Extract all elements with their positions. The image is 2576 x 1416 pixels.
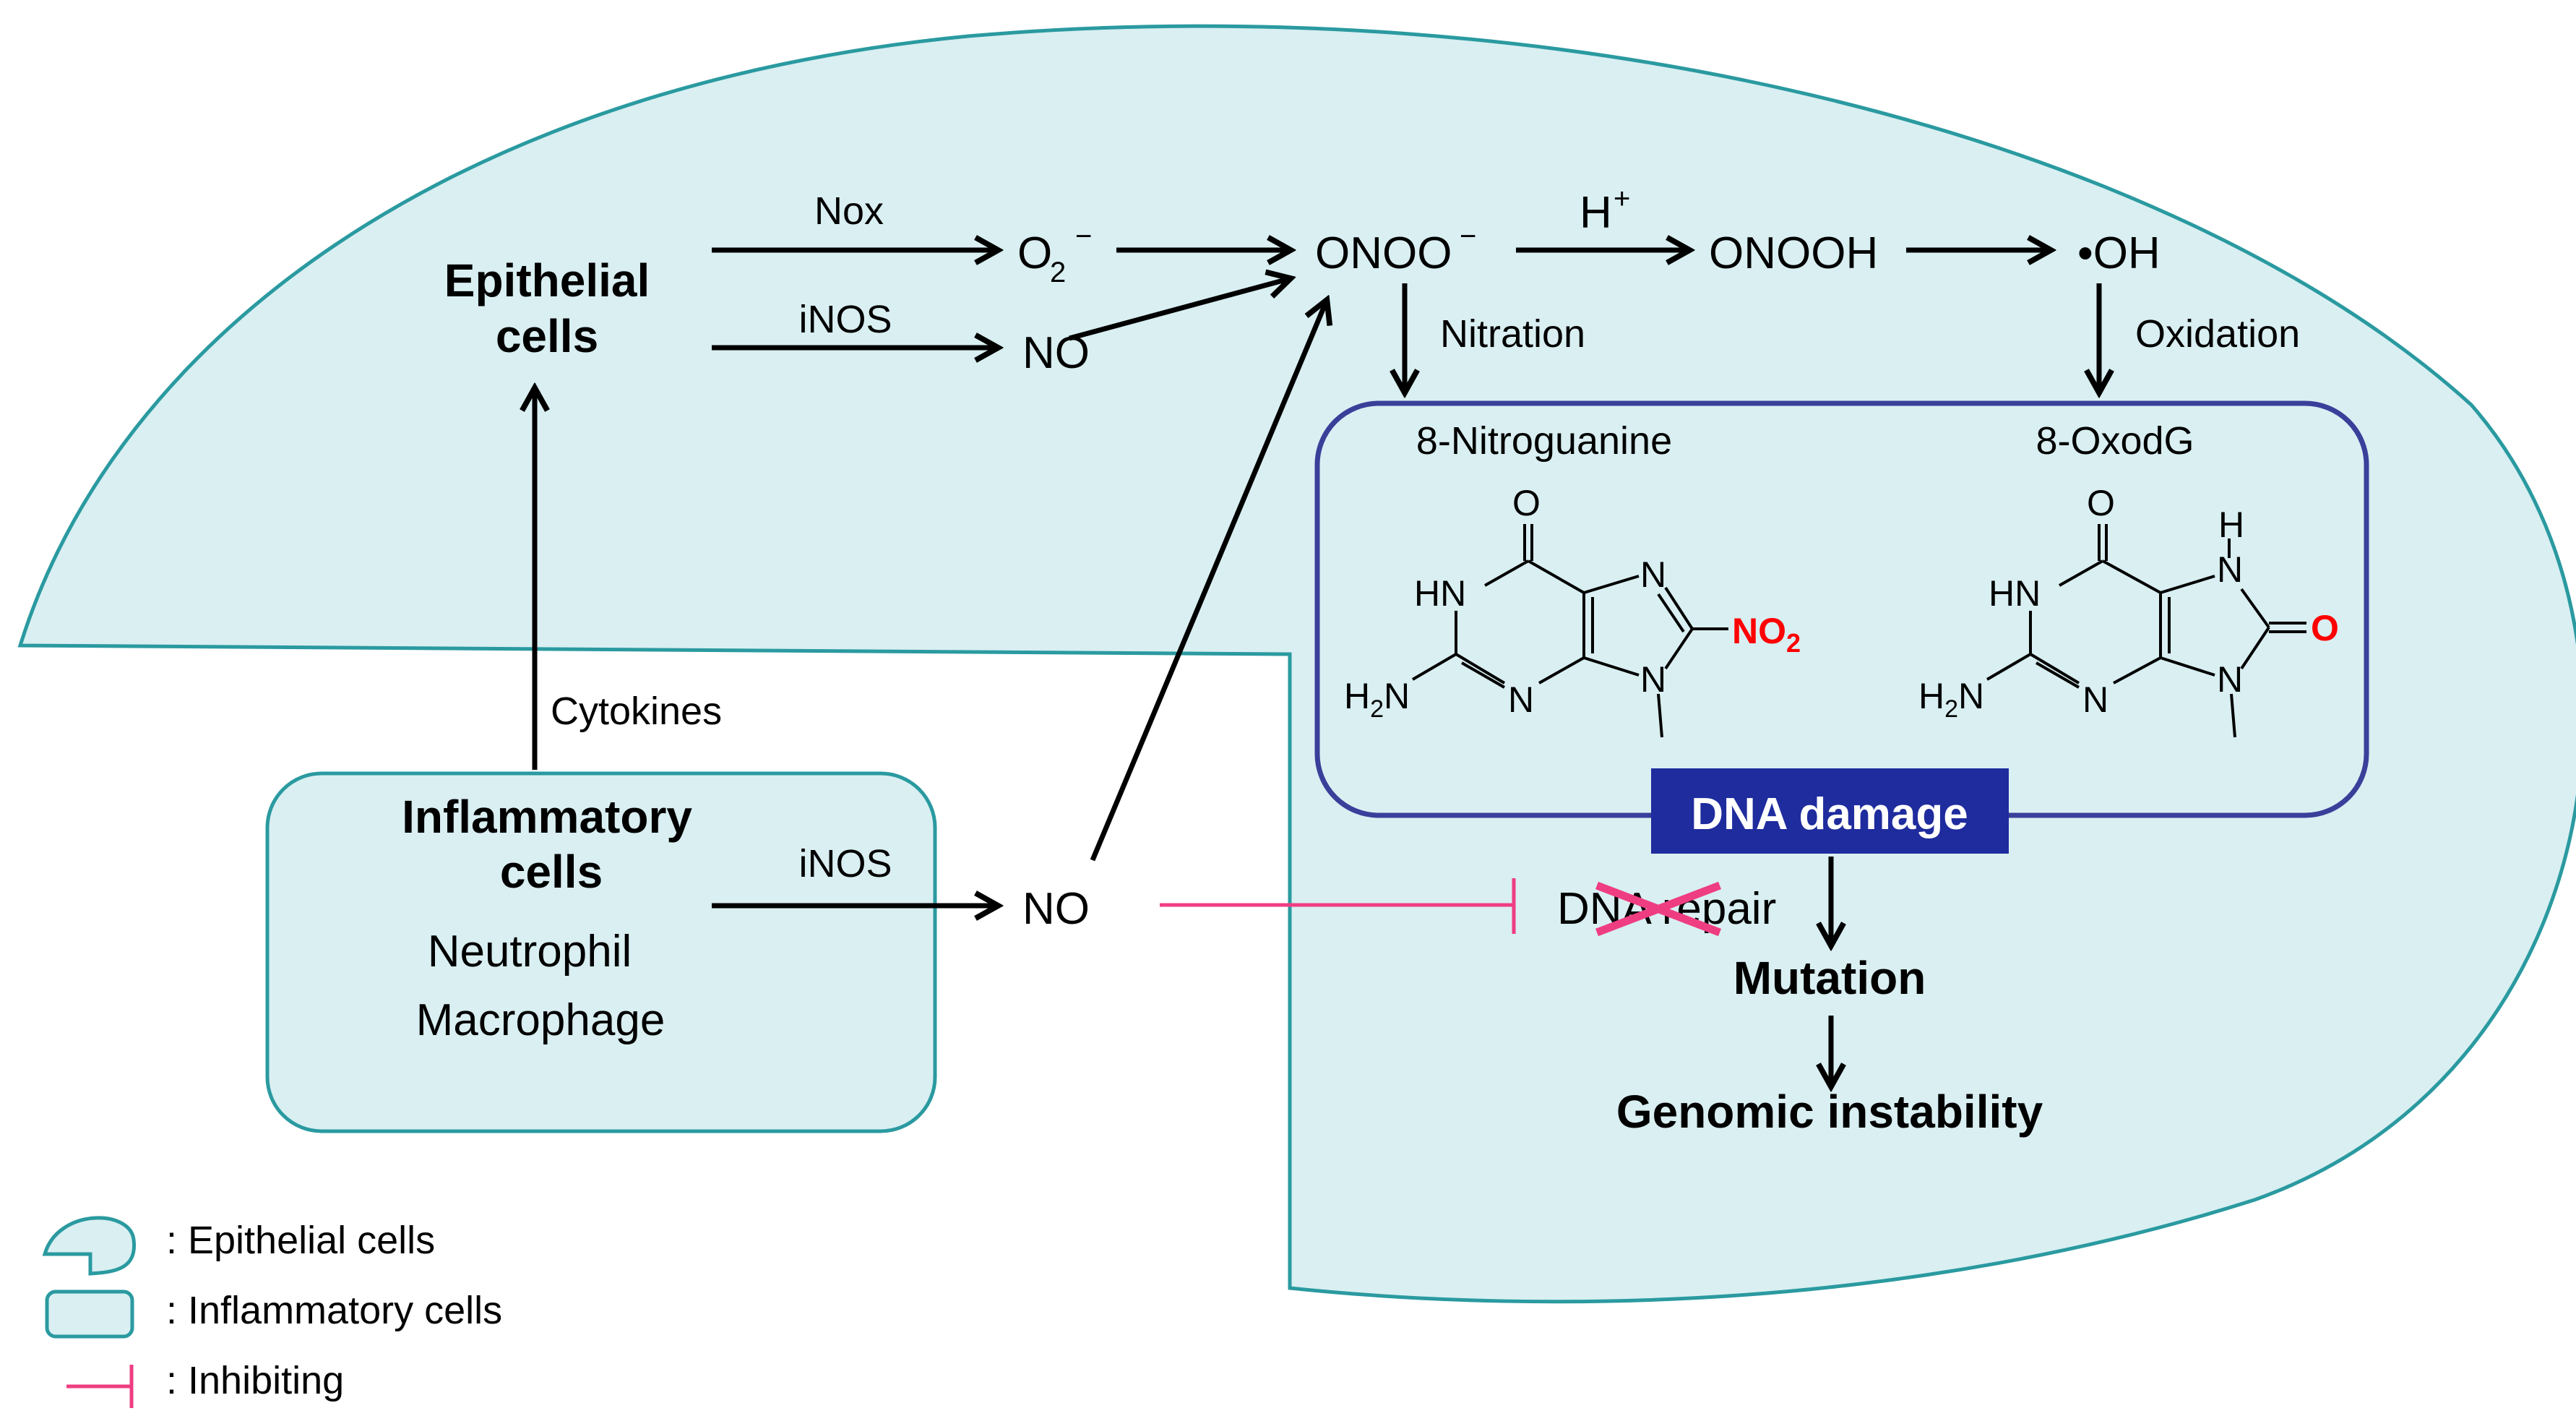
svg-text:+: + [1614, 183, 1630, 215]
svg-text:H: H [2218, 505, 2244, 545]
svg-text:N: N [2217, 549, 2243, 590]
arrow-no-to-onoo-long [1090, 302, 1326, 862]
arrow-no-to-onoo [1069, 279, 1288, 341]
svg-text:N: N [2217, 659, 2243, 700]
oxidation-label: Oxidation [2135, 312, 2300, 356]
svg-text:N: N [1508, 679, 1534, 720]
nitroguanine-structure: O HN H2N N N N NO2 [1344, 483, 1801, 738]
nox-label: Nox [814, 189, 884, 233]
nitroguanine-name: 8-Nitroguanine [1416, 419, 1672, 463]
svg-text:N: N [1640, 554, 1666, 595]
macrophage-label: Macrophage [416, 995, 665, 1045]
legend-epithelial-icon [42, 1216, 137, 1276]
inflammatory-cell-shape [265, 771, 937, 1133]
svg-text:O: O [2087, 483, 2115, 523]
svg-text:N: N [1640, 659, 1666, 700]
oxodg-structure: O H N HN H2N N N O [1918, 483, 2339, 738]
hydroxyl-label: •OH [2077, 228, 2161, 278]
svg-text:−: − [1460, 220, 1476, 252]
legend-inflammatory-icon [45, 1290, 134, 1339]
svg-text:HN: HN [1414, 573, 1466, 614]
oxodg-name: 8-OxodG [2036, 419, 2194, 463]
no-bottom-label: NO [1022, 884, 1090, 934]
genomic-instability-label: Genomic instability [1616, 1086, 2043, 1138]
svg-text:N: N [2082, 679, 2108, 720]
legend-inhibiting-label: : Inhibiting [166, 1359, 344, 1402]
svg-text:H: H [1580, 188, 1612, 238]
epithelial-cells-label-1: Epithelial [444, 254, 650, 306]
svg-text:O: O [1512, 483, 1541, 523]
cytokines-label: Cytokines [551, 690, 722, 733]
epithelial-cell-shape [17, 24, 2576, 1304]
inos-top-label: iNOS [798, 298, 892, 341]
h-plus-label: H + [1580, 183, 1630, 238]
svg-text:ONOO: ONOO [1315, 228, 1452, 278]
dna-repair-cross-b [1595, 881, 1721, 937]
no-top-label: NO [1022, 328, 1090, 378]
neutrophil-label: Neutrophil [428, 927, 632, 977]
svg-text:O: O [1017, 228, 1052, 278]
mutation-label: Mutation [1733, 952, 1926, 1004]
nitration-label: Nitration [1440, 312, 1585, 356]
inos-bottom-label: iNOS [798, 842, 892, 885]
inflammatory-cells-label-2: cells [500, 846, 603, 898]
svg-text:2: 2 [1050, 257, 1066, 288]
dna-damage-banner [1651, 768, 2009, 854]
svg-text:HN: HN [1989, 573, 2041, 614]
epithelial-cells-label-2: cells [496, 310, 598, 362]
svg-text:O: O [2311, 608, 2339, 648]
legend-epithelial-label: : Epithelial cells [166, 1219, 435, 1262]
legend-inflammatory-label: : Inflammatory cells [166, 1289, 502, 1332]
svg-text:H2N: H2N [1344, 676, 1410, 723]
onooh-label: ONOOH [1709, 228, 1878, 278]
svg-text:−: − [1075, 220, 1092, 252]
superoxide-label: O 2 − [1017, 220, 1092, 288]
inflammatory-cells-label-1: Inflammatory [402, 791, 692, 843]
peroxynitrite-label: ONOO − [1315, 220, 1476, 278]
dna-damage-label: DNA damage [1691, 789, 1968, 839]
